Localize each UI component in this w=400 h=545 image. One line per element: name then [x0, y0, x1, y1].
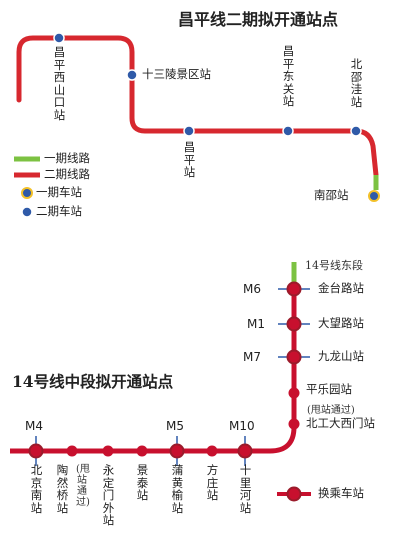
transfer-code-m6: M6 [243, 282, 261, 296]
station-taoranqiao-marker [66, 445, 78, 457]
station-changping-xishankou-label: 昌平西山口站 [53, 45, 66, 122]
station-beigongda-ximen-marker [288, 418, 300, 430]
station-changping-dongguan-marker [282, 125, 294, 137]
station-jiulongshan-marker [286, 349, 302, 365]
station-fangzhuang-marker [206, 445, 218, 457]
station-nanshao-marker [368, 190, 380, 202]
legend-transfer-station-label: 换乘车站 [318, 486, 364, 500]
station-beijing-nan-label: 北京南站 [30, 463, 43, 515]
station-pingleyuan-note: (甩站通过) [307, 405, 355, 416]
station-jingtai-label: 景泰站 [136, 463, 149, 503]
station-beishaowa-label: 北邵洼站 [350, 57, 363, 109]
station-yongdingmenwai-label: 永定门外站 [102, 463, 115, 528]
transfer-code-m5: M5 [166, 419, 184, 433]
station-changping-marker [183, 125, 195, 137]
changping-title: 昌平线二期拟开通站点 [178, 10, 339, 29]
legend-phase2-line-label: 二期线路 [44, 167, 90, 181]
station-fangzhuang-label: 方庄站 [206, 463, 219, 503]
legend-phase2-station-swatch [21, 206, 33, 218]
station-pingleyuan-label: 平乐园站 [306, 382, 352, 396]
station-nanshao-label: 南邵站 [314, 188, 349, 202]
changping-phase2-route [16, 35, 379, 178]
station-shisanling-marker [126, 69, 138, 81]
station-changping-xishankou-marker [53, 32, 65, 44]
station-shilihe-marker [237, 443, 253, 459]
line14-title: 14号线中段拟开通站点 [12, 372, 174, 391]
station-changping-label: 昌平站 [183, 140, 196, 180]
station-puhuangyu-label: 蒲黄榆站 [171, 463, 184, 515]
station-jiulongshan-label: 九龙山站 [318, 349, 364, 363]
station-yongdingmenwai-marker [102, 445, 114, 457]
transfer-code-m7: M7 [243, 350, 261, 364]
station-jintailu-marker [286, 281, 302, 297]
station-pingleyuan-marker [288, 387, 300, 399]
station-beishaowa-marker [350, 125, 362, 137]
transfer-code-m4: M4 [25, 419, 43, 433]
transfer-code-m10: M10 [229, 419, 255, 433]
station-dawanglu-label: 大望路站 [318, 316, 364, 330]
station-puhuangyu-marker [169, 443, 185, 459]
station-jintailu-label: 金台路站 [318, 281, 364, 295]
transfer-code-m1: M1 [247, 317, 265, 331]
station-shisanling-label: 十三陵景区站 [142, 67, 211, 81]
legend-phase2-station-label: 二期车站 [36, 204, 82, 218]
legend-phase1-line-label: 一期线路 [44, 151, 90, 165]
station-shilihe-label: 十里河站 [239, 463, 252, 515]
legend-transfer-station-swatch [286, 486, 302, 502]
station-beigongda-ximen-label: 北工大西门站 [306, 416, 375, 430]
station-jingtai-marker [136, 445, 148, 457]
station-dawanglu-marker [286, 316, 302, 332]
line14-east-segment-label: 14号线东段 [305, 259, 363, 272]
station-taoranqiao-label: 陶然桥站 [56, 463, 69, 515]
legend-phase1-station-label: 一期车站 [36, 185, 82, 199]
station-beijing-nan-marker [28, 443, 44, 459]
station-changping-dongguan-label: 昌平东关站 [282, 44, 295, 109]
legend-phase1-station-swatch [21, 187, 33, 199]
station-taoranqiao-note: (甩站通过) [76, 464, 90, 508]
